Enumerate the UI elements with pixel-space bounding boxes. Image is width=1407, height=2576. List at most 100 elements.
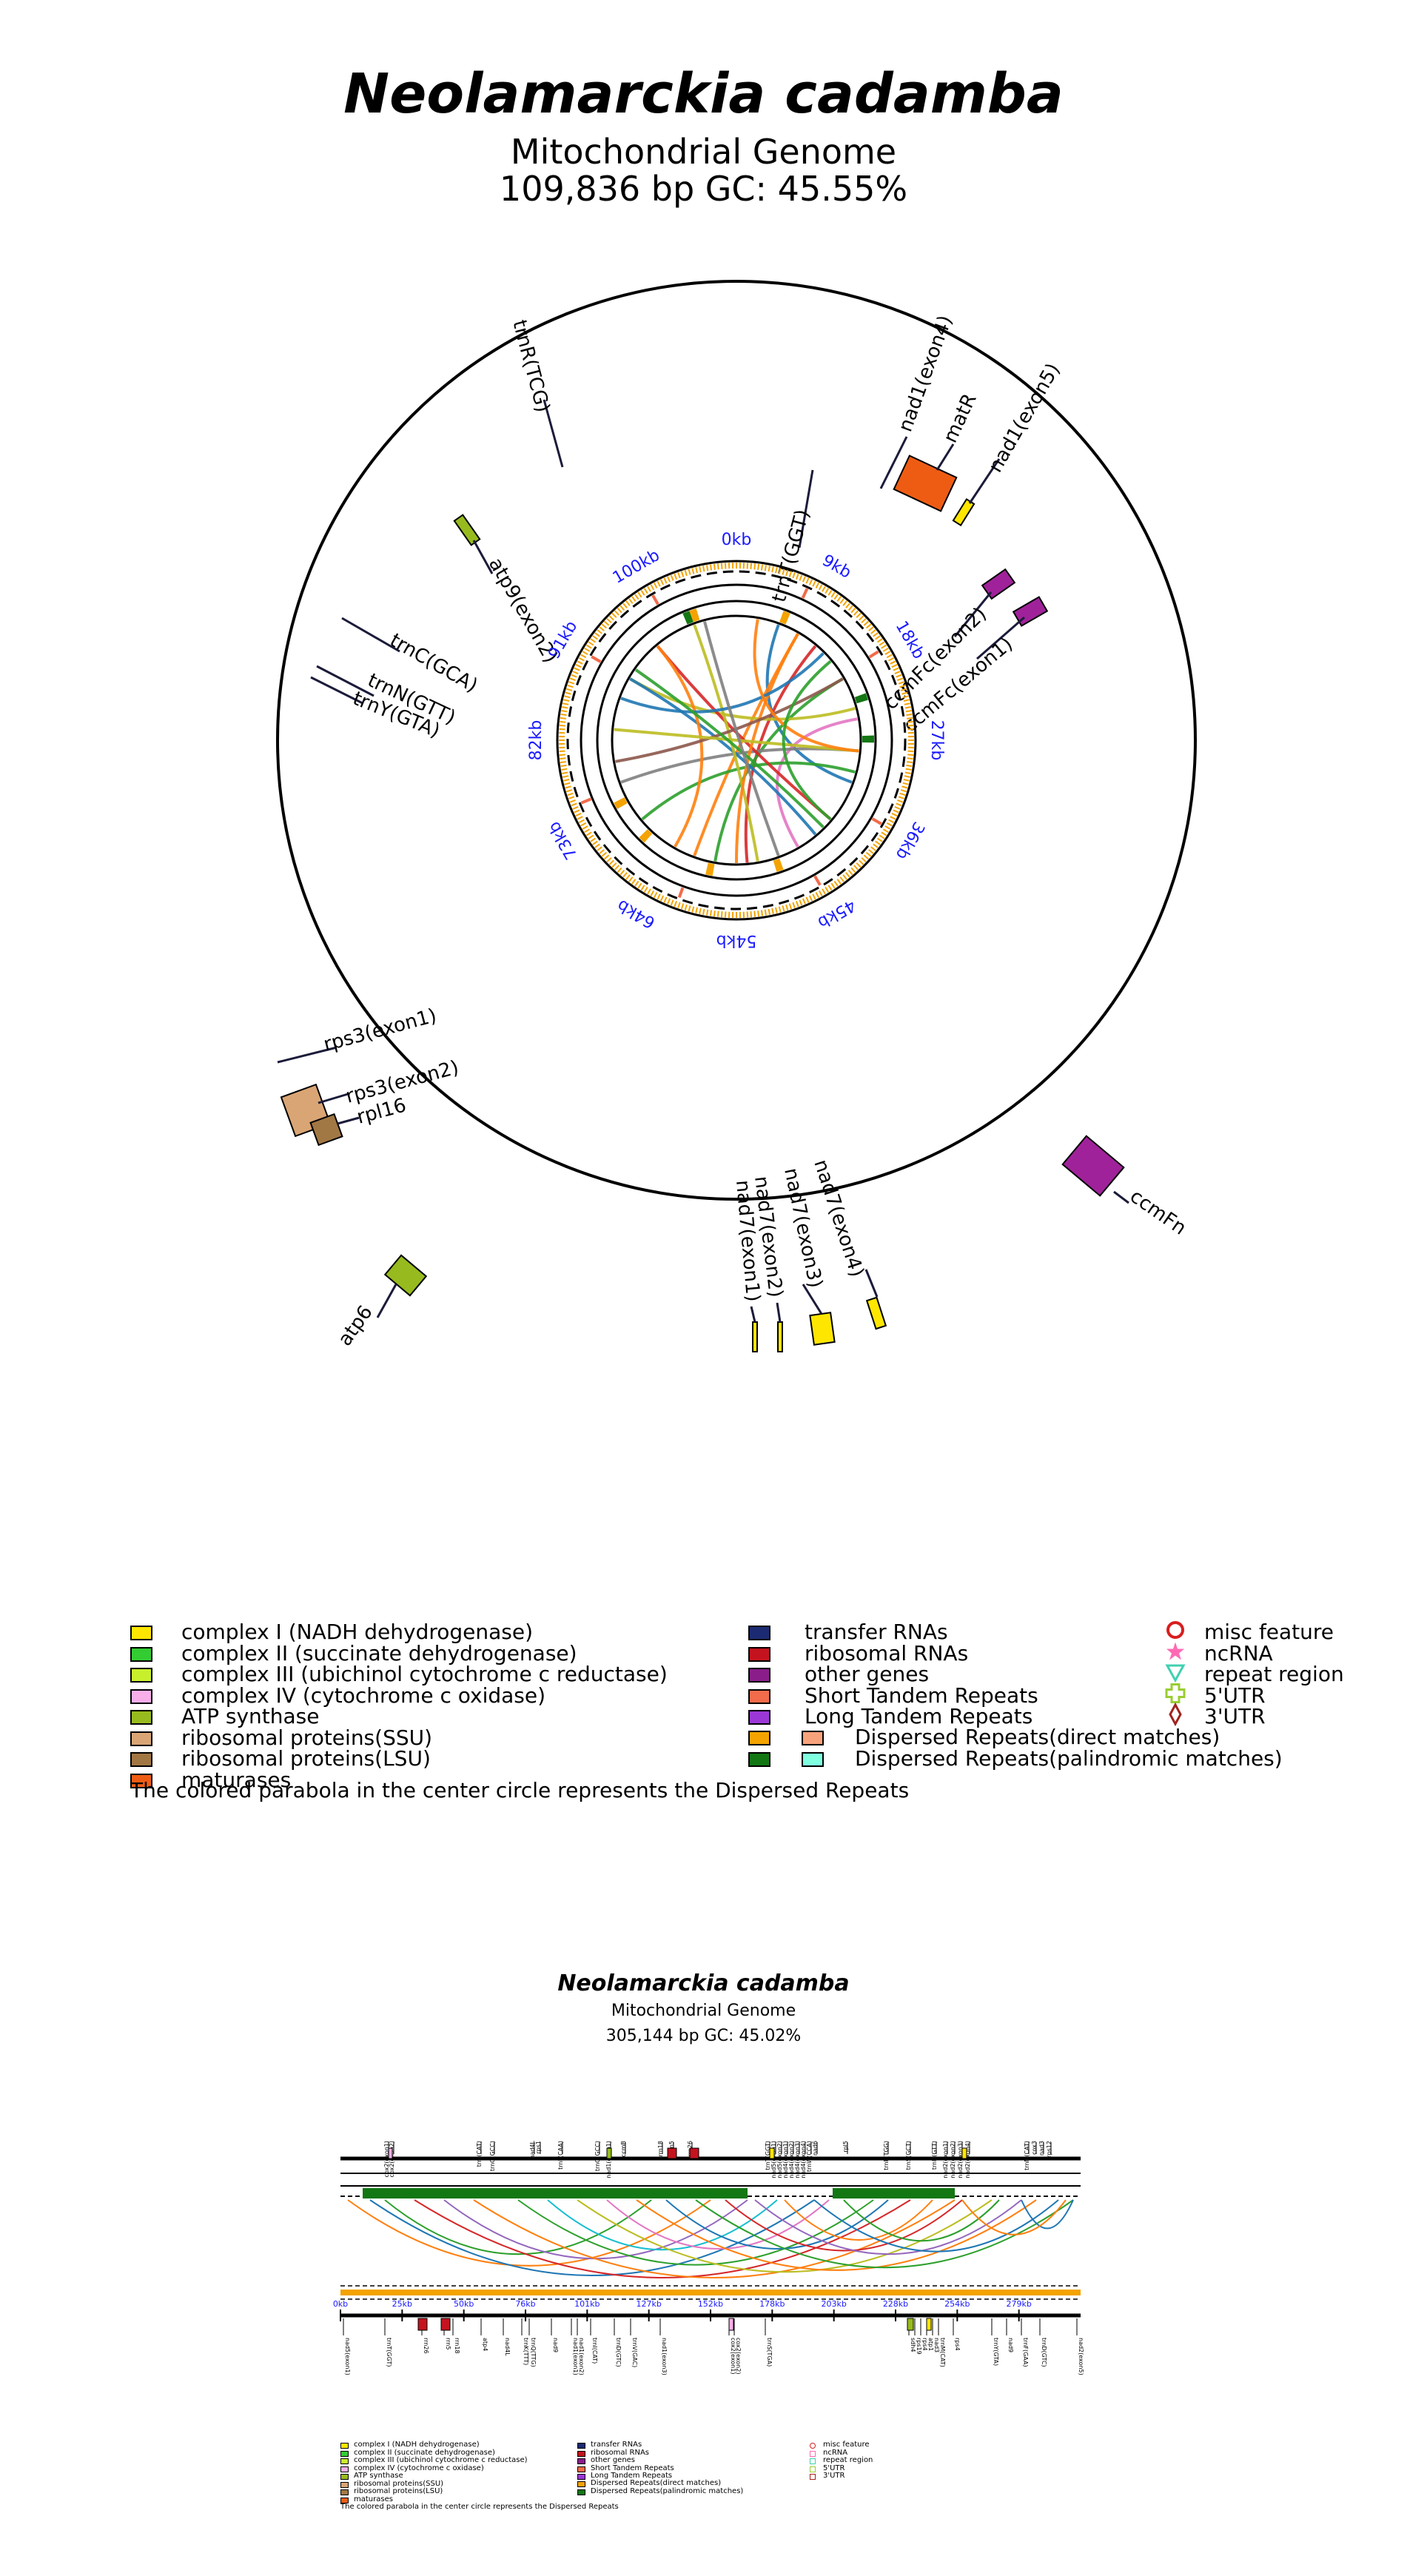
gc-tick bbox=[582, 651, 588, 654]
gc-tick bbox=[779, 907, 781, 913]
small-legend-label: Dispersed Repeats(palindromic matches) bbox=[591, 2487, 743, 2495]
bottom-gene-label: rrn5 bbox=[445, 2338, 451, 2349]
top-gene-label: trnL(CAA) bbox=[557, 2141, 564, 2170]
gc-tick bbox=[570, 678, 576, 680]
gc-tick bbox=[796, 901, 799, 907]
legend-swatch bbox=[802, 1752, 824, 1767]
gc-tick bbox=[707, 565, 708, 571]
dispersed-repeat-arc bbox=[768, 625, 852, 782]
gc-tick bbox=[591, 838, 596, 842]
gc-tick bbox=[765, 565, 766, 571]
linear-stats: 305,144 bp GC: 45.02% bbox=[0, 2027, 1407, 2045]
small-legend-label: misc feature bbox=[823, 2441, 870, 2449]
gc-tick bbox=[904, 779, 910, 781]
bottom-gene-label: trnQ(TTG) bbox=[530, 2338, 537, 2367]
small-legend-swatch bbox=[340, 2458, 349, 2464]
ncrna-star-icon bbox=[1166, 1643, 1184, 1660]
gene-block-nad7-exon3 bbox=[810, 1312, 834, 1345]
gc-tick bbox=[615, 865, 619, 870]
kb-tick-label: 73kb bbox=[545, 818, 581, 862]
gc-tick bbox=[612, 614, 617, 618]
bottom-gene-label: trnD(GTC) bbox=[615, 2338, 622, 2367]
gc-tick bbox=[878, 639, 883, 643]
gc-tick bbox=[651, 890, 654, 896]
gc-tick bbox=[692, 568, 694, 574]
kb-tick-label: 18kb bbox=[892, 618, 928, 663]
gc-tick bbox=[725, 912, 726, 918]
gc-tick bbox=[813, 581, 816, 586]
gc-tick bbox=[689, 906, 691, 912]
circular-genome-map: trnR(TCG) nad1(exon4) matR nad1(exon5) a… bbox=[0, 0, 1407, 1443]
palindromic-repeat-bar bbox=[363, 2188, 748, 2198]
gc-tick bbox=[879, 835, 884, 838]
gc-tick bbox=[885, 651, 890, 654]
small-legend-label: ribosomal RNAs bbox=[591, 2449, 649, 2457]
gc-tick bbox=[579, 658, 584, 661]
gc-tick bbox=[882, 645, 887, 648]
small-legend-label: ribosomal proteins(SSU) bbox=[354, 2480, 443, 2488]
top-gene-label: nad6 bbox=[812, 2141, 819, 2156]
gc-tick bbox=[648, 586, 651, 591]
gc-tick bbox=[595, 633, 600, 637]
small-legend-label: complex IV (cytochrome c oxidase) bbox=[354, 2464, 484, 2472]
linear-repeat-arc bbox=[577, 2200, 992, 2272]
gc-tick bbox=[810, 896, 812, 901]
gc-tick bbox=[595, 844, 600, 848]
gc-tick bbox=[901, 790, 907, 791]
top-gene-block bbox=[770, 2148, 774, 2159]
gc-tick bbox=[615, 611, 619, 615]
gc-tick bbox=[897, 800, 903, 802]
gc-tick bbox=[890, 816, 896, 819]
gc-tick bbox=[882, 832, 887, 835]
gc-tick bbox=[565, 786, 571, 788]
gc-tick bbox=[806, 578, 808, 583]
small-legend-swatch bbox=[340, 2451, 349, 2457]
gc-tick bbox=[869, 627, 873, 631]
top-gene-block bbox=[668, 2148, 676, 2159]
gc-tick bbox=[831, 592, 834, 597]
gc-tick bbox=[585, 648, 590, 651]
linear-subtitle: Mitochondrial Genome bbox=[0, 2002, 1407, 2020]
diamond-icon bbox=[810, 2474, 816, 2480]
gc-tick bbox=[626, 875, 630, 879]
bottom-gene-label: nad9 bbox=[1007, 2338, 1014, 2352]
gc-tick bbox=[600, 850, 604, 853]
gc-tick bbox=[846, 873, 850, 877]
gc-tick bbox=[902, 786, 908, 788]
gc-tick bbox=[889, 658, 894, 661]
gc-tick bbox=[607, 858, 611, 862]
linear-tick-label: 254kb bbox=[944, 2299, 970, 2309]
kb-tick-label: 54kb bbox=[716, 931, 757, 950]
top-gene-label: rps12 bbox=[1046, 2141, 1052, 2158]
utr3-diamond-icon bbox=[1170, 1705, 1181, 1724]
gc-tick bbox=[635, 882, 639, 887]
top-gene-label: trnG(GCC) bbox=[594, 2141, 601, 2171]
linear-repeat-arcs bbox=[348, 2200, 1073, 2278]
gc-tick bbox=[765, 910, 766, 916]
kb-tick-label: 0kb bbox=[722, 531, 752, 549]
gc-tick bbox=[696, 908, 697, 913]
bottom-gene-label: nad2(exon5) bbox=[1078, 2338, 1084, 2375]
small-legend-label: 3'UTR bbox=[823, 2472, 845, 2480]
legend-swatch bbox=[130, 1668, 152, 1683]
gc-tick bbox=[563, 779, 569, 781]
small-legend-label: ncRNA bbox=[823, 2449, 847, 2457]
bottom-gene-label: trnM(CAT) bbox=[939, 2338, 946, 2367]
gc-tick bbox=[661, 580, 663, 585]
gc-tick bbox=[890, 661, 896, 664]
gc-tick bbox=[585, 829, 590, 832]
linear-tick-label: 203kb bbox=[821, 2299, 846, 2309]
gc-tick bbox=[799, 900, 802, 905]
gc-tick bbox=[617, 868, 621, 872]
gc-tick bbox=[907, 765, 913, 766]
gc-tick bbox=[573, 807, 578, 809]
gc-tick bbox=[641, 590, 644, 595]
gc-tick bbox=[682, 571, 684, 577]
gc-tick bbox=[840, 599, 844, 603]
top-gene-label: rpl5 bbox=[842, 2141, 849, 2153]
repeat-block bbox=[775, 864, 782, 866]
gc-tick bbox=[638, 592, 641, 597]
gc-tick bbox=[867, 624, 871, 628]
repeat-block bbox=[643, 833, 648, 838]
gc-tick bbox=[896, 803, 901, 805]
